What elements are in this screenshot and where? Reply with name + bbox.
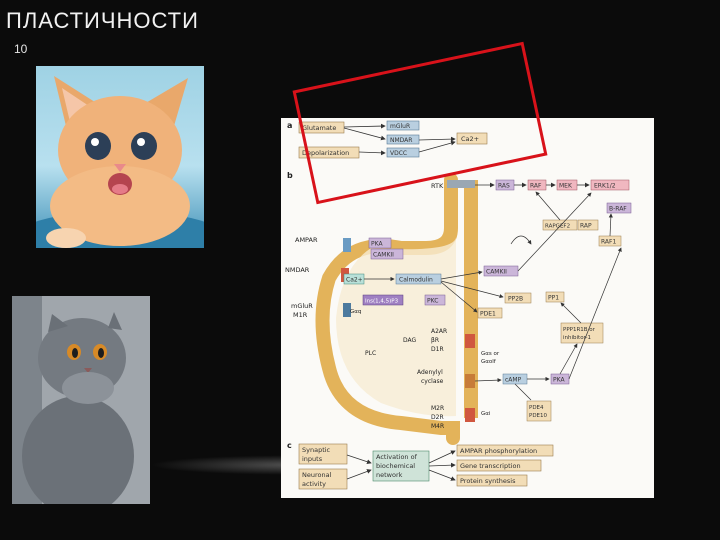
- gai-label: Gαi: [481, 411, 491, 417]
- rap-node: RAP: [580, 223, 592, 230]
- inputs-label: inputs: [302, 455, 323, 463]
- dag-label: DAG: [403, 337, 417, 344]
- kitten-photo: [36, 66, 204, 248]
- ins-node: Ins(1,4,5)P3: [365, 299, 399, 305]
- biochemical-label: biochemical: [376, 462, 415, 470]
- plc-label: PLC: [365, 350, 376, 357]
- ras-node: RAS: [498, 183, 510, 190]
- pde10-label: PDE10: [529, 413, 548, 419]
- neuronal-label: Neuronal: [302, 471, 332, 479]
- synaptic-label: Synaptic: [302, 446, 331, 454]
- glutamate-label: Glutamate: [302, 124, 336, 132]
- braf-node: B-RAF: [609, 206, 627, 213]
- camkii-node-top: CAMKII: [373, 252, 394, 259]
- grey-cat-photo: [12, 296, 150, 504]
- depolarization-label: Depolarization: [302, 149, 349, 157]
- gas-label: Gαs or: [481, 351, 500, 357]
- mek-node: MEK: [559, 183, 573, 190]
- vdcc-label: VDCC: [390, 150, 407, 157]
- pka-node-bottom: PKA: [553, 377, 565, 384]
- cyclase-label: cyclase: [421, 378, 444, 385]
- adenylyl-label: Adenylyl: [417, 369, 443, 376]
- activation-label: Activation of: [376, 453, 418, 461]
- raf1-node: RAF1: [601, 239, 616, 246]
- activity-label: activity: [302, 480, 326, 488]
- signaling-pathway-figure: a Glutamate Depolarization mGluR NMDAR V…: [281, 118, 654, 498]
- br-label: βR: [431, 337, 439, 344]
- d1r-label: D1R: [431, 346, 444, 353]
- pp1-node: PP1: [548, 295, 559, 302]
- camkii-node: CAMKII: [486, 269, 507, 276]
- panel-c-label: c: [287, 441, 292, 450]
- inhibitor-label: inhibitor-1: [563, 335, 591, 341]
- erk-node: ERK1/2: [594, 183, 616, 190]
- ca-node: Ca2+: [346, 277, 363, 284]
- pde1-node: PDE1: [480, 311, 496, 318]
- a2ar-label: A2AR: [431, 328, 447, 335]
- pp2b-node: PP2B: [508, 296, 523, 303]
- ampar-phos-label: AMPAR phosphorylation: [460, 447, 537, 455]
- rtk-label: RTK: [431, 182, 444, 190]
- panel-b-label: b: [287, 171, 293, 180]
- m1r-label: M1R: [293, 311, 308, 319]
- gaolf-label: Gαolf: [481, 359, 497, 365]
- m2r-label: M2R: [431, 405, 444, 412]
- protein-synthesis-label: Protein synthesis: [460, 477, 516, 485]
- gene-transcription-label: Gene transcription: [460, 462, 521, 470]
- slide-number: 10: [14, 42, 27, 56]
- pde4-label: PDE4: [529, 405, 544, 411]
- pkc-node: PKC: [427, 298, 438, 305]
- m4r-label: M4R: [431, 423, 444, 430]
- mglur-label: mGluR: [390, 123, 410, 130]
- pka-node-top: PKA: [371, 241, 383, 248]
- gaq-label: Gαq: [350, 309, 361, 315]
- ca-label-a: Ca2+: [461, 135, 479, 143]
- nmdar-label-b: NMDAR: [285, 266, 310, 274]
- mglur-label-b: mGluR: [291, 302, 313, 310]
- camp-node: cAMP: [505, 377, 522, 384]
- calmodulin-node: Calmodulin: [399, 277, 433, 284]
- raf-node: RAF: [530, 183, 542, 190]
- nmdar-label-a: NMDAR: [390, 137, 412, 144]
- slide-title: ПЛАСТИЧНОСТИ: [6, 8, 199, 34]
- panel-a-label: a: [287, 121, 292, 130]
- d2r-label: D2R: [431, 414, 444, 421]
- ampar-label: AMPAR: [295, 236, 318, 244]
- network-label: network: [376, 471, 403, 479]
- ppp1r1b-node: PPP1R1B or: [563, 327, 596, 333]
